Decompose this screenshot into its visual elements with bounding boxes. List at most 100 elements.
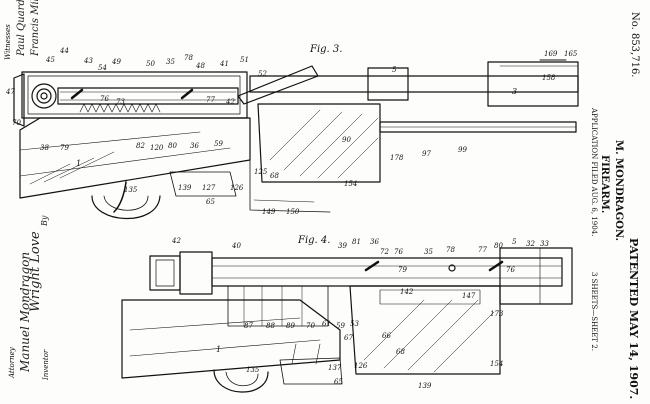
ref-label: 42 bbox=[171, 237, 181, 245]
ref-label: 79 bbox=[60, 144, 69, 152]
figure-4-labels: 42 40 39 81 36 72 76 35 78 77 80 5 32 33… bbox=[171, 237, 549, 390]
ref-label: 38 bbox=[40, 144, 49, 152]
ref-label: 59 bbox=[336, 322, 345, 330]
ref-label: 68 bbox=[396, 348, 405, 356]
ref-label: 59 bbox=[214, 140, 223, 148]
figure-3-title: Fig. 3. bbox=[309, 44, 342, 55]
ref-label: 78 bbox=[184, 54, 193, 62]
ref-label: 36 bbox=[370, 238, 379, 246]
ref-label: 45 bbox=[45, 56, 55, 64]
ref-label: 127 bbox=[202, 184, 216, 192]
ref-label: 54 bbox=[98, 64, 107, 72]
patent-number: No. 853,716. bbox=[629, 12, 640, 78]
ref-label: 48 bbox=[195, 62, 205, 70]
ref-label: 73 bbox=[116, 98, 125, 106]
ref-label: 158 bbox=[542, 74, 556, 82]
ref-label: 89 bbox=[286, 322, 295, 330]
ref-label: 97 bbox=[422, 150, 431, 158]
ref-label: 50 bbox=[146, 60, 155, 68]
ref-label: 51 bbox=[240, 56, 249, 64]
ref-label: 90 bbox=[342, 136, 351, 144]
ref-label: 70 bbox=[12, 119, 21, 127]
ref-label: 125 bbox=[254, 168, 268, 176]
ref-label: 42 bbox=[225, 98, 235, 106]
figure-4-drawing bbox=[121, 247, 573, 393]
ref-label: 147 bbox=[462, 292, 476, 300]
ref-label: 68 bbox=[270, 172, 279, 180]
ref-label: 126 bbox=[230, 184, 244, 192]
ref-label: 39 bbox=[338, 242, 347, 250]
ref-label: 150 bbox=[286, 208, 300, 216]
ref-label: 120 bbox=[150, 144, 164, 152]
ref-label: 79 bbox=[398, 266, 407, 274]
figure-3-drawing bbox=[13, 59, 579, 220]
ref-label: 178 bbox=[390, 154, 404, 162]
ref-label: 154 bbox=[490, 360, 503, 368]
ref-label: 35 bbox=[424, 248, 433, 256]
ref-label: 5 bbox=[392, 66, 397, 74]
witnesses-label: Witnesses bbox=[4, 24, 12, 60]
ref-label: 149 bbox=[262, 208, 276, 216]
ref-label: 67 bbox=[344, 334, 353, 342]
ref-label: 77 bbox=[206, 96, 215, 104]
ref-label: 81 bbox=[352, 238, 361, 246]
ref-label: 76 bbox=[100, 95, 109, 103]
ref-label: 44 bbox=[59, 47, 69, 55]
figure-4-title: Fig. 4. bbox=[297, 235, 330, 246]
ref-label: 3 bbox=[512, 87, 517, 96]
ref-label: 139 bbox=[178, 184, 192, 192]
figure-3-labels: 44 45 43 54 49 50 35 78 48 41 51 52 5 16… bbox=[5, 47, 578, 216]
ref-label: 33 bbox=[540, 240, 549, 248]
ref-label: 139 bbox=[418, 382, 432, 390]
ref-label: 82 bbox=[136, 142, 145, 150]
ref-label: 99 bbox=[458, 146, 467, 154]
ref-label: 142 bbox=[400, 288, 414, 296]
invention-title: FIREARM. bbox=[599, 155, 610, 214]
inventor-name: M. MONDRAGON. bbox=[613, 140, 624, 241]
ref-label: 35 bbox=[166, 58, 175, 66]
ref-label: 53 bbox=[350, 320, 359, 328]
witness-signature-2: Francis Miller bbox=[30, 0, 41, 56]
ref-label: 76 bbox=[394, 248, 403, 256]
ref-label: 72 bbox=[380, 248, 389, 256]
ref-label: 47 bbox=[5, 88, 15, 96]
ref-label: 40 bbox=[231, 242, 241, 250]
ref-label: 76 bbox=[506, 266, 515, 274]
ref-label: 173 bbox=[490, 310, 504, 318]
ref-label: 1 bbox=[216, 345, 221, 354]
witness-signature-1: Paul Quard bbox=[16, 0, 27, 56]
inventor-label: Inventor bbox=[42, 349, 50, 380]
ref-label: 65 bbox=[334, 378, 343, 386]
ref-label: 135 bbox=[124, 186, 138, 194]
ref-label: 70 bbox=[306, 322, 315, 330]
attorney-prefix: By bbox=[40, 215, 49, 226]
ref-label: 41 bbox=[219, 60, 229, 68]
ref-label: 137 bbox=[328, 364, 342, 372]
ref-label: 126 bbox=[354, 362, 368, 370]
ref-label: 154 bbox=[344, 180, 357, 188]
ref-label: 61 bbox=[322, 320, 331, 328]
ref-label: 1 bbox=[76, 159, 81, 168]
attorney-label: Attorney bbox=[8, 347, 16, 378]
ref-label: 49 bbox=[111, 58, 121, 66]
patented-date: PATENTED MAY 14, 1907. bbox=[627, 238, 640, 400]
application-date: APPLICATION FILED AUG. 6, 1904. bbox=[590, 108, 598, 237]
ref-label: 52 bbox=[258, 70, 267, 78]
ref-label: 78 bbox=[446, 246, 455, 254]
ref-label: 80 bbox=[494, 242, 503, 250]
ref-label: 87 bbox=[244, 322, 253, 330]
ref-label: 80 bbox=[168, 142, 177, 150]
ref-label: 43 bbox=[83, 57, 93, 65]
ref-label: 36 bbox=[190, 142, 199, 150]
ref-label: 165 bbox=[564, 50, 578, 58]
sheet-number: 3 SHEETS—SHEET 2. bbox=[590, 272, 598, 351]
ref-label: 66 bbox=[382, 332, 391, 340]
ref-label: 169 bbox=[544, 50, 558, 58]
attorney-signature: Wright Love bbox=[28, 231, 43, 312]
ref-label: 135 bbox=[246, 366, 260, 374]
ref-label: 77 bbox=[478, 246, 487, 254]
ref-label: 5 bbox=[512, 238, 517, 246]
ref-label: 65 bbox=[206, 198, 215, 206]
